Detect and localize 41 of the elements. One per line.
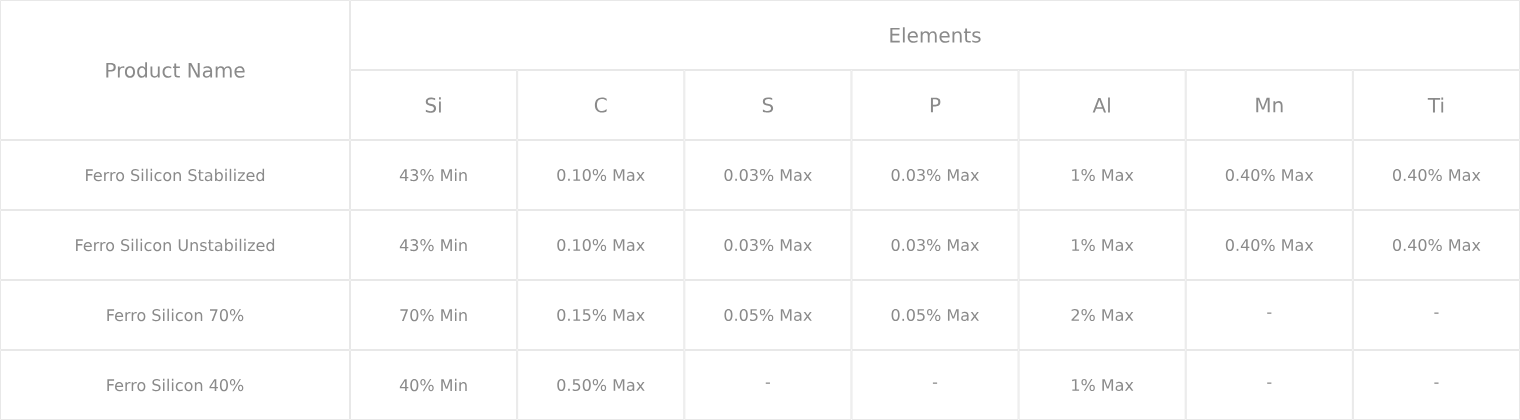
table-cell: 0.40% Max [1352,140,1520,210]
table-cell: Ferro Silicon Unstabilized [0,210,350,280]
header-cell: Product Name [0,0,350,140]
table-cell: 2% Max [1018,280,1186,350]
table-cell: - [851,350,1019,420]
header-cell: Si [350,70,518,140]
header-cell: S [684,70,852,140]
table-cell: - [1352,280,1520,350]
header-cell: Ti [1352,70,1520,140]
table-cell: 0.15% Max [517,280,685,350]
table-cell: - [1185,280,1353,350]
table-cell: 70% Min [350,280,518,350]
table-cell: 0.05% Max [684,280,852,350]
table-cell: Ferro Silicon 40% [0,350,350,420]
table-cell: 1% Max [1018,140,1186,210]
table-cell: 0.03% Max [851,210,1019,280]
table-cell: 0.10% Max [517,140,685,210]
header-cell: C [517,70,685,140]
table-cell: 43% Min [350,140,518,210]
header-cell: Mn [1185,70,1353,140]
table-cell: - [1185,350,1353,420]
header-cell: Al [1018,70,1186,140]
table-cell: 43% Min [350,210,518,280]
header-cell: P [851,70,1019,140]
table-cell: Ferro Silicon 70% [0,280,350,350]
table-cell: - [684,350,852,420]
table-cell: 0.03% Max [684,210,852,280]
table-cell: 0.10% Max [517,210,685,280]
table-cell: 0.03% Max [684,140,852,210]
table-cell: 0.03% Max [851,140,1019,210]
table-cell: 40% Min [350,350,518,420]
table-cell: 0.40% Max [1352,210,1520,280]
table-cell: - [1352,350,1520,420]
table-cell: 1% Max [1018,210,1186,280]
table-cell: 0.40% Max [1185,140,1353,210]
table-cell: 0.50% Max [517,350,685,420]
table-cell: Ferro Silicon Stabilized [0,140,350,210]
header-cell: Elements [350,0,1520,70]
table-cell: 0.05% Max [851,280,1019,350]
table-cell: 1% Max [1018,350,1186,420]
table-cell: 0.40% Max [1185,210,1353,280]
